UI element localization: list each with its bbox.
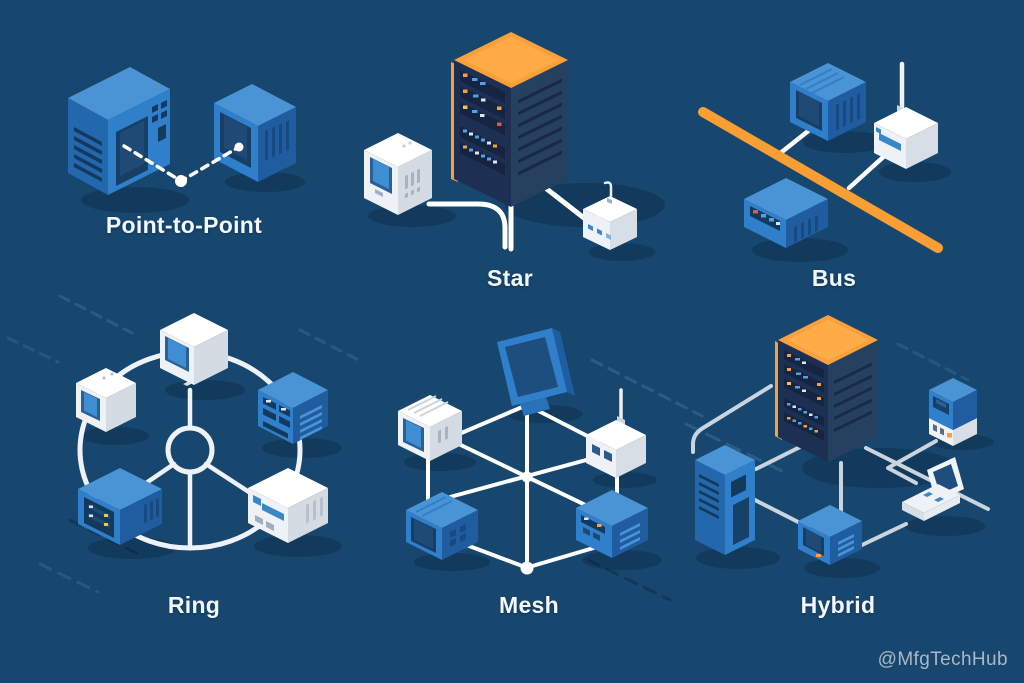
star-server-rack-icon: [451, 32, 568, 207]
p2p-computer-icon: [68, 67, 170, 195]
panel-bus: [698, 61, 943, 253]
p2p-monitor-icon: [214, 84, 296, 182]
bus-monitor-icon: [790, 63, 866, 141]
p2p-link-line: [122, 142, 244, 187]
hybrid-links: [691, 384, 990, 547]
hybrid-server-rack-icon: [775, 315, 878, 462]
ring-small-monitor-icon: [76, 368, 136, 432]
mesh-server-icon: [576, 490, 648, 558]
panel-point-to-point: [68, 67, 296, 195]
hybrid-laptop-icon: [902, 457, 964, 521]
bus-switch-icon: [744, 178, 828, 248]
hybrid-tower-pc-icon: [695, 445, 755, 555]
label-star: Star: [487, 265, 533, 291]
ring-server-right-icon: [258, 372, 328, 444]
watermark: @MfgTechHub: [877, 649, 1008, 670]
label-mesh: Mesh: [499, 592, 559, 618]
panel-mesh: [398, 328, 648, 575]
panel-ring: [76, 313, 328, 551]
panel-hybrid: [691, 315, 990, 565]
label-bus: Bus: [811, 265, 857, 291]
bus-wireless-router-icon: [874, 61, 938, 169]
label-hybrid: Hybrid: [800, 592, 876, 618]
ring-server-bottom-right-icon: [248, 468, 328, 543]
bus-backbone-line: [698, 107, 943, 253]
mesh-center-node: [521, 471, 533, 483]
mesh-flat-monitor-icon: [497, 328, 575, 416]
server-leds: [463, 73, 502, 164]
panel-star: [364, 32, 637, 252]
ring-crt-monitor-icon: [160, 313, 228, 386]
server-leds: [787, 354, 821, 433]
mesh-desktop-icon: [398, 395, 462, 461]
mesh-tv-icon: [406, 492, 478, 560]
hybrid-mini-desktop-icon: [929, 378, 977, 446]
label-ring: Ring: [167, 592, 221, 618]
label-point-to-point: Point-to-Point: [105, 212, 263, 238]
ring-server-bottom-left-icon: [78, 468, 162, 545]
star-router-icon: [583, 181, 637, 250]
mesh-bottom-node: [520, 561, 534, 575]
mesh-wireless-router-icon: [586, 388, 646, 478]
hybrid-desktop-icon: [798, 505, 862, 565]
star-desktop-icon: [364, 133, 432, 215]
